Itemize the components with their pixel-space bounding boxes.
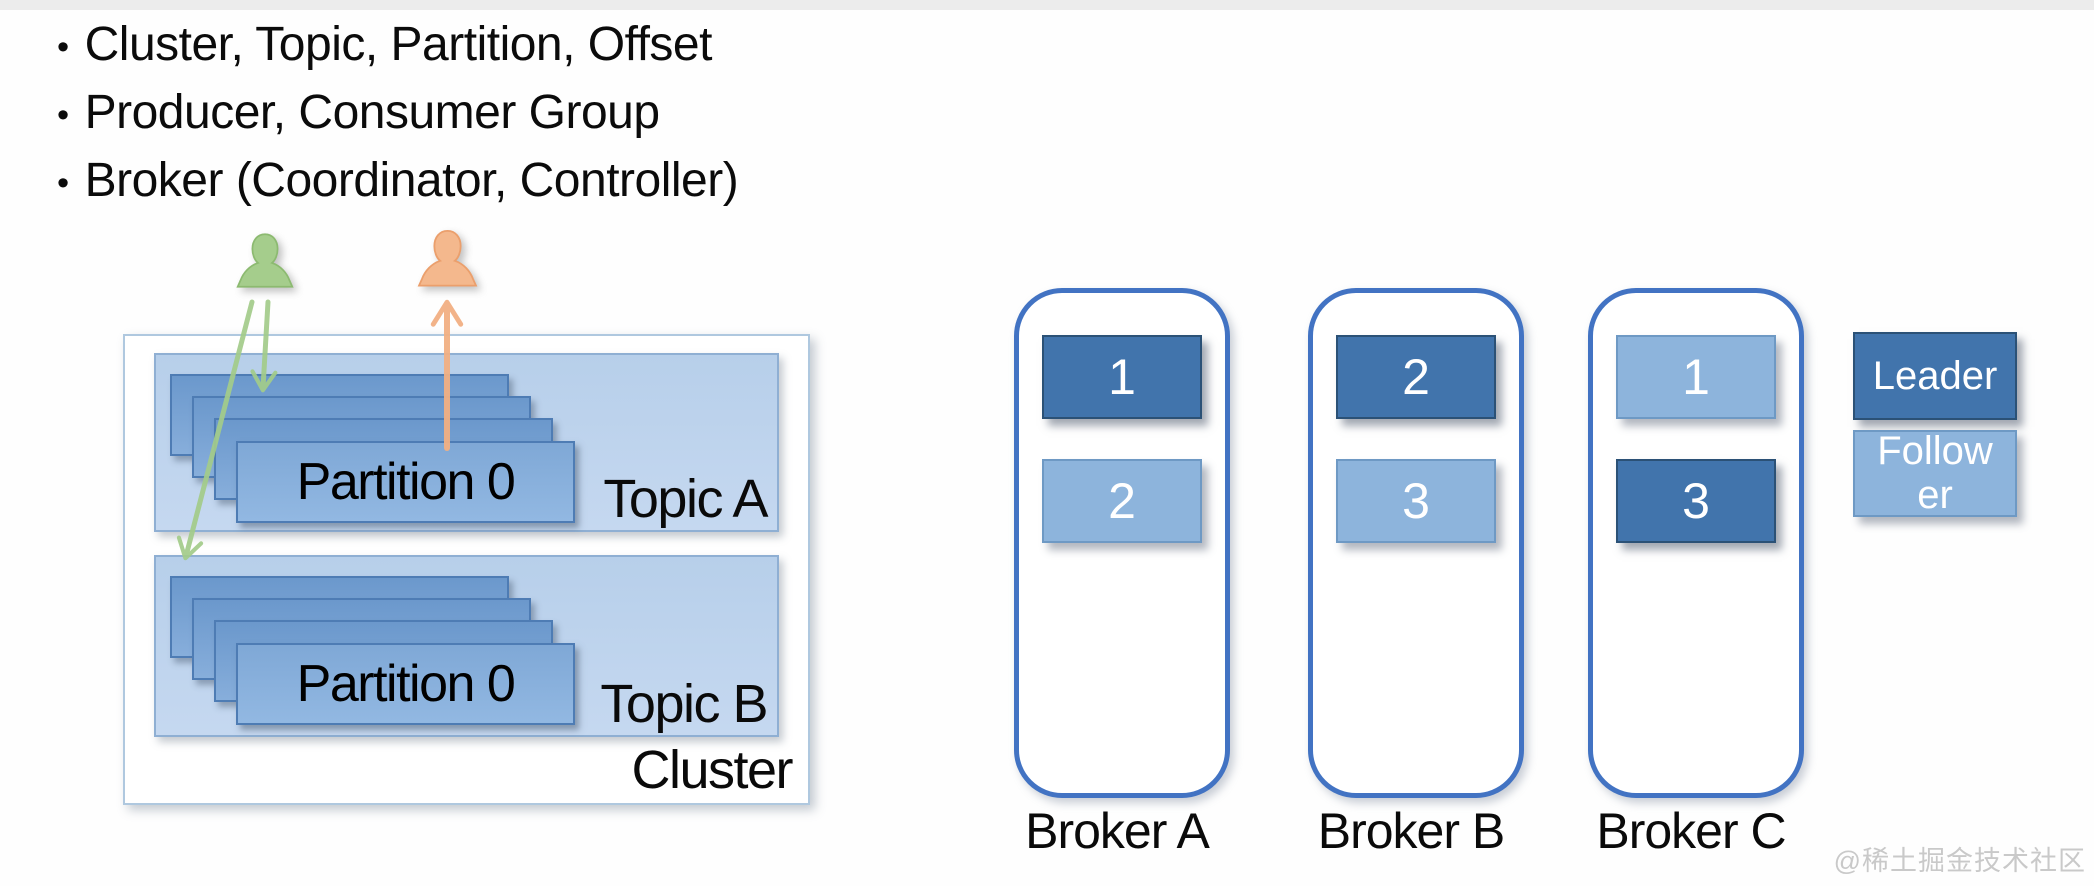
broker-b-box: 2 3: [1308, 288, 1524, 798]
broker-b-partition-2-leader: 2: [1336, 335, 1496, 419]
topic-b-label: Topic B: [600, 674, 768, 734]
partition-label: Partition 0: [296, 453, 516, 511]
broker-a-partition-1-leader: 1: [1042, 335, 1202, 419]
legend-leader-label: Leader: [1872, 353, 1998, 398]
partition-number: 1: [1682, 349, 1710, 405]
bullet-item-broker: Broker (Coordinator, Controller): [57, 148, 739, 216]
top-strip: [0, 0, 2094, 10]
bullet-item-concepts: Cluster, Topic, Partition, Offset: [57, 12, 738, 80]
consumer-icon: [411, 226, 484, 300]
bullet-item-clients: Producer, Consumer Group: [57, 80, 738, 148]
broker-a-box: 1 2: [1014, 288, 1230, 798]
cluster-label: Cluster: [631, 740, 793, 800]
partition-number: 2: [1108, 473, 1136, 529]
broker-b-label: Broker B: [1317, 803, 1506, 859]
partition-front-box: Partition 0: [236, 441, 575, 523]
broker-b-partition-3-follower: 3: [1336, 459, 1496, 543]
broker-a-partition-2-follower: 2: [1042, 459, 1202, 543]
topic-a-box: Partition 0 Topic A: [154, 353, 779, 532]
broker-c-box: 1 3: [1588, 288, 1804, 798]
bullet-list: Cluster, Topic, Partition, Offset Produc…: [57, 12, 739, 216]
legend-follower-label: Follower: [1877, 429, 1993, 517]
partition-number: 1: [1108, 349, 1136, 405]
partition-number: 3: [1402, 473, 1430, 529]
partition-label: Partition 0: [296, 655, 516, 713]
partition-front-box: Partition 0: [236, 643, 575, 725]
topic-a-label: Topic A: [603, 469, 768, 529]
broker-c-partition-1-follower: 1: [1616, 335, 1776, 419]
cluster-box: Partition 0 Topic A Partition 0 Topic B …: [123, 334, 810, 805]
watermark: @稀土掘金技术社区: [1833, 846, 2086, 876]
producer-icon: [230, 226, 300, 304]
broker-a-label: Broker A: [1025, 803, 1210, 859]
legend-follower-box: Follower: [1853, 430, 2017, 517]
partition-number: 2: [1402, 349, 1430, 405]
broker-c-label: Broker C: [1596, 803, 1786, 859]
topic-b-box: Partition 0 Topic B: [154, 555, 779, 737]
broker-c-partition-3-leader: 3: [1616, 459, 1776, 543]
legend-leader-box: Leader: [1853, 332, 2017, 420]
partition-number: 3: [1682, 473, 1710, 529]
